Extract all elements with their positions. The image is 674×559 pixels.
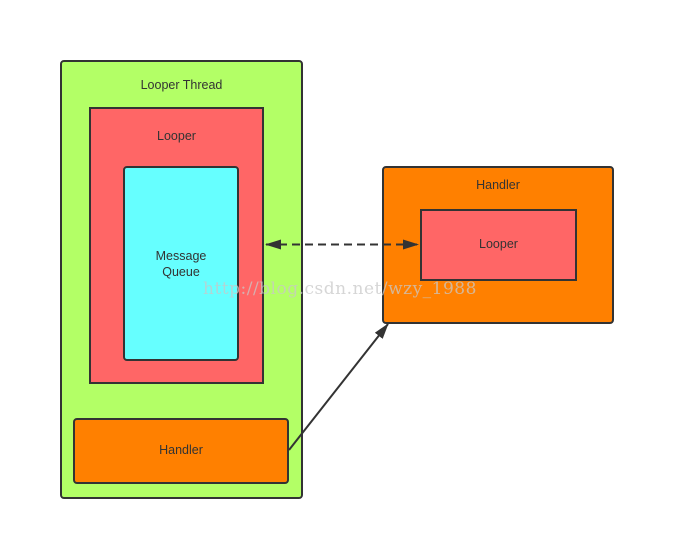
looper-label: Looper: [157, 129, 196, 143]
message-queue-box: Message Queue: [123, 166, 239, 361]
handler-to-handler-arrow: [288, 323, 389, 451]
external-handler-label: Handler: [476, 178, 520, 192]
message-queue-label: Message Queue: [125, 248, 237, 280]
external-looper-box: Looper: [420, 209, 577, 281]
external-looper-label: Looper: [479, 237, 518, 251]
watermark: http://blog.csdn.net/wzy_1988: [203, 279, 477, 299]
looper-thread-label: Looper Thread: [140, 78, 223, 92]
message-queue-label-line2: Queue: [162, 265, 200, 279]
thread-handler-box: Handler: [73, 418, 289, 484]
thread-handler-label: Handler: [159, 443, 203, 457]
message-queue-label-line1: Message: [155, 249, 207, 263]
